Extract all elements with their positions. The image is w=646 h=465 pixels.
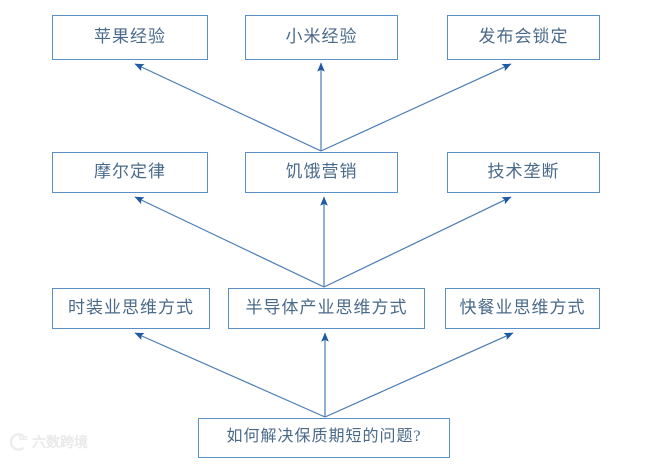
node-label: 苹果经验 — [94, 27, 166, 46]
node-label: 技术垄断 — [487, 162, 560, 181]
node-label: 发布会锁定 — [478, 27, 569, 46]
node-moores-law[interactable]: 摩尔定律 — [52, 152, 208, 193]
circular-smiley-logo-icon — [8, 432, 28, 452]
edge-root-to-fashion — [134, 332, 326, 418]
node-root-question[interactable]: 如何解决保质期短的问题? — [198, 418, 450, 458]
node-hunger-marketing[interactable]: 饥饿营销 — [245, 152, 398, 193]
edge-group-root-to-row3 — [134, 332, 514, 418]
node-apple-experience[interactable]: 苹果经验 — [52, 15, 208, 60]
node-label: 小米经验 — [285, 27, 358, 46]
edge-semi-to-moore — [134, 196, 325, 288]
node-xiaomi-experience[interactable]: 小米经验 — [245, 15, 398, 60]
edge-root-to-fastfood — [324, 332, 514, 418]
edge-hunger-to-apple — [134, 63, 322, 152]
node-semiconductor-mindset[interactable]: 半导体产业思维方式 — [228, 288, 425, 329]
edge-group-row3-to-row2 — [134, 196, 512, 288]
node-label: 如何解决保质期短的问题? — [226, 428, 422, 445]
node-label: 饥饿营销 — [285, 162, 358, 181]
node-label: 摩尔定律 — [94, 162, 166, 181]
edge-hunger-to-launch — [320, 63, 512, 152]
watermark-label: 六数跨境 — [32, 434, 88, 450]
node-fastfood-mindset[interactable]: 快餐业思维方式 — [445, 288, 600, 329]
watermark: 六数跨境 — [8, 432, 88, 452]
node-label: 时装业思维方式 — [68, 298, 194, 317]
node-label: 半导体产业思维方式 — [245, 298, 408, 317]
node-launch-lock[interactable]: 发布会锁定 — [447, 15, 600, 60]
edge-semi-to-monopoly — [323, 196, 512, 288]
edge-group-row2-to-row1 — [134, 62, 512, 152]
node-fashion-mindset[interactable]: 时装业思维方式 — [52, 288, 210, 329]
node-tech-monopoly[interactable]: 技术垄断 — [447, 152, 600, 193]
node-label: 快餐业思维方式 — [459, 298, 586, 317]
